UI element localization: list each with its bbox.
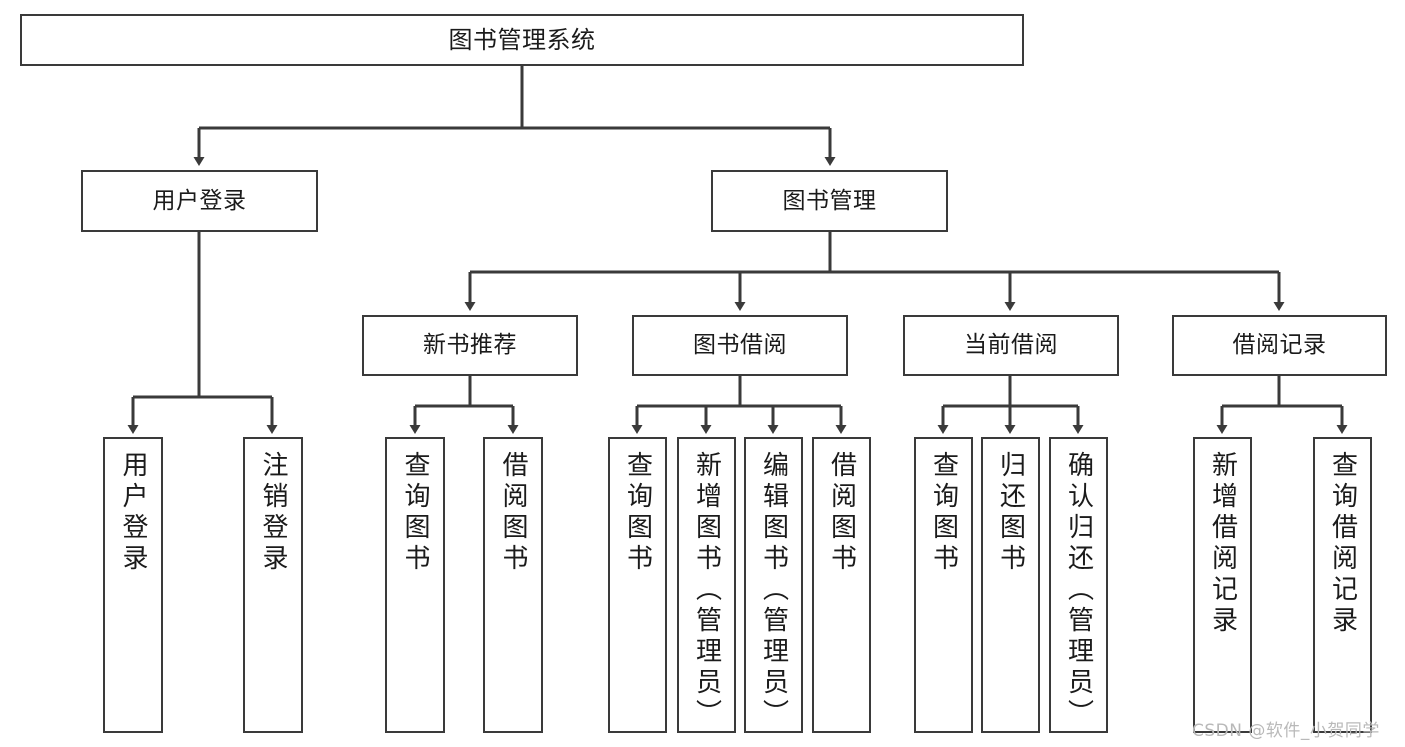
- node-label: 确认归还（管理员）: [1063, 451, 1094, 730]
- node-user-login[interactable]: 用户登录: [81, 170, 318, 232]
- leaf-query-book-borrow[interactable]: 查询图书: [608, 437, 667, 733]
- leaf-query-borrow-record[interactable]: 查询借阅记录: [1313, 437, 1372, 733]
- leaf-borrow-book-recommend[interactable]: 借阅图书: [483, 437, 543, 733]
- leaf-user-login[interactable]: 用户登录: [103, 437, 163, 733]
- node-label: 借阅图书: [826, 451, 857, 575]
- node-book-borrow[interactable]: 图书借阅: [632, 315, 848, 376]
- node-label: 注销登录: [258, 451, 288, 575]
- node-label: 图书管理系统: [448, 26, 596, 54]
- node-label: 查询图书: [400, 451, 430, 575]
- leaf-query-book-recommend[interactable]: 查询图书: [385, 437, 445, 733]
- leaf-add-book[interactable]: 新增图书（管理员）: [677, 437, 736, 733]
- leaf-add-borrow-record[interactable]: 新增借阅记录: [1193, 437, 1252, 733]
- node-label: 编辑图书（管理员）: [758, 451, 789, 730]
- csdn-watermark: CSDN @软件_小贺同学: [1192, 721, 1380, 741]
- node-label: 借阅记录: [1232, 332, 1327, 359]
- node-label: 归还图书: [995, 451, 1026, 575]
- node-new-book-recommend[interactable]: 新书推荐: [362, 315, 578, 376]
- leaf-borrow-book[interactable]: 借阅图书: [812, 437, 871, 733]
- node-label: 查询图书: [622, 451, 653, 575]
- node-label: 新书推荐: [423, 332, 517, 359]
- node-label: 查询借阅记录: [1327, 451, 1358, 637]
- leaf-edit-book[interactable]: 编辑图书（管理员）: [744, 437, 803, 733]
- leaf-logout-login[interactable]: 注销登录: [243, 437, 303, 733]
- node-label: 新增借阅记录: [1207, 451, 1238, 637]
- node-label: 查询图书: [928, 451, 959, 575]
- node-label: 用户登录: [152, 187, 247, 214]
- node-current-borrow[interactable]: 当前借阅: [903, 315, 1119, 376]
- leaf-query-book-current[interactable]: 查询图书: [914, 437, 973, 733]
- node-label: 用户登录: [118, 451, 148, 575]
- node-label: 新增图书（管理员）: [691, 451, 722, 730]
- node-label: 图书管理: [782, 187, 877, 214]
- node-label: 借阅图书: [498, 451, 528, 575]
- node-book-manage[interactable]: 图书管理: [711, 170, 948, 232]
- node-borrow-record[interactable]: 借阅记录: [1172, 315, 1387, 376]
- node-label: 当前借阅: [964, 332, 1058, 359]
- leaf-return-book[interactable]: 归还图书: [981, 437, 1040, 733]
- node-root-title[interactable]: 图书管理系统: [20, 14, 1024, 66]
- node-label: 图书借阅: [693, 332, 787, 359]
- leaf-confirm-return[interactable]: 确认归还（管理员）: [1049, 437, 1108, 733]
